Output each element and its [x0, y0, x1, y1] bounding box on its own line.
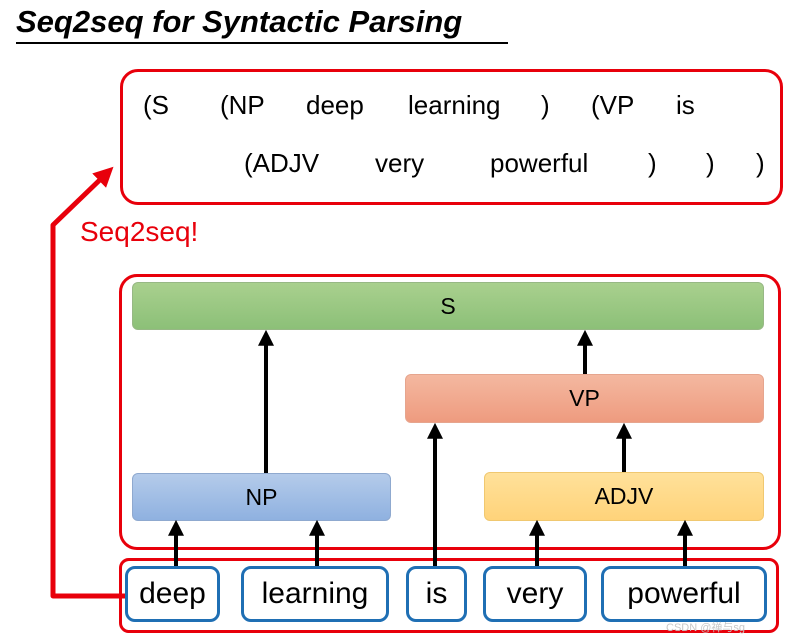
node-adjv-label: ADJV: [594, 483, 654, 509]
seq2seq-arrow: [50, 166, 125, 599]
token-close-3: ): [706, 148, 715, 178]
token-open-vp: (VP: [591, 90, 635, 120]
output-sequence-box: [120, 69, 783, 205]
token-powerful: powerful: [490, 148, 589, 178]
word-powerful-label: powerful: [627, 577, 741, 610]
word-learning-label: learning: [261, 577, 369, 610]
node-vp-label: VP: [569, 385, 600, 411]
word-deep-label: deep: [139, 577, 206, 610]
word-is-label: is: [425, 577, 448, 610]
node-s: S: [132, 282, 764, 330]
diagram-title: Seq2seq for Syntactic Parsing: [16, 4, 508, 44]
token-open-np: (NP: [220, 90, 265, 120]
word-deep: deep: [125, 566, 220, 622]
word-very-label: very: [506, 577, 564, 610]
token-very: very: [375, 148, 425, 178]
watermark: CSDN @禅与sg: [666, 622, 746, 634]
seq2seq-label: Seq2seq!: [80, 216, 199, 247]
node-s-label: S: [440, 292, 456, 319]
word-is: is: [406, 566, 467, 622]
word-very: very: [483, 566, 587, 622]
token-close-1: ): [541, 90, 550, 120]
token-close-4: ): [756, 148, 765, 178]
node-adjv: ADJV: [484, 472, 764, 521]
token-deep: deep: [306, 90, 364, 120]
node-np: NP: [132, 473, 391, 521]
token-learning: learning: [408, 90, 501, 120]
token-is: is: [676, 90, 695, 120]
parse-tree-box: [119, 274, 781, 550]
node-vp: VP: [405, 374, 764, 423]
word-learning: learning: [241, 566, 389, 622]
token-open-adjv: (ADJV: [244, 148, 320, 178]
word-powerful: powerful: [601, 566, 767, 622]
token-open-s: (S: [143, 90, 169, 120]
token-close-2: ): [648, 148, 657, 178]
node-np-label: NP: [245, 483, 278, 510]
